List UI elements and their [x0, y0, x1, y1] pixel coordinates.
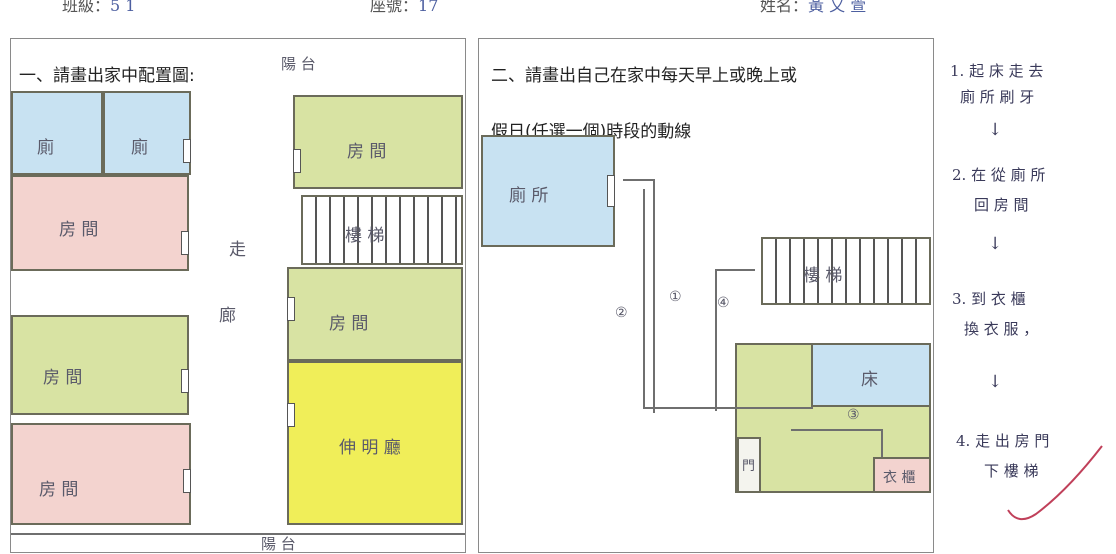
step-3-line1: 3. 到 衣 櫃 [952, 290, 1026, 308]
wardrobe: 衣 櫃 [873, 457, 931, 493]
bathroom-panel2: 廁 所 [481, 135, 615, 247]
route-marker-3: ③ [847, 407, 860, 423]
living-room-door [287, 403, 295, 427]
steps-list: 1. 起 床 走 去 廁 所 刷 牙 ↓ 2. 在 從 廁 所 回 房 間 ↓ … [944, 60, 1110, 540]
route-panel: 二、請畫出自己在家中每天早上或晚上或 假日(任選一個)時段的動線 廁 所 樓 梯… [478, 38, 934, 553]
header-name: 姓名：黃 又 萱 [760, 0, 866, 16]
route-line-1 [653, 181, 655, 413]
route-marker-2: ② [615, 305, 628, 321]
bathroom-right: 廁 [103, 91, 191, 175]
floor-line [11, 533, 465, 535]
header-class: 班級：5 1 [62, 0, 135, 16]
floor-plan-title: 一、請畫出家中配置圖: [19, 66, 195, 86]
stairs-panel2-label: 樓 梯 [803, 266, 843, 286]
seat-label: 座號： [370, 0, 419, 15]
route-line-3 [715, 271, 717, 411]
step-4-line2: 下 樓 梯 [984, 462, 1039, 480]
step-3-line2: 換 衣 服 ， [964, 320, 1039, 338]
bathroom-right-door [183, 139, 191, 163]
arrow-2: ↓ [988, 234, 1003, 254]
bathroom-panel2-door [607, 175, 615, 207]
wardrobe-label: 衣 櫃 [883, 470, 916, 486]
corridor-label-1: 走 [229, 240, 246, 260]
step-4-line1: 4. 走 出 房 門 [956, 432, 1050, 450]
room-left-3-door [183, 469, 191, 493]
floor-plan-panel: 一、請畫出家中配置圖: 陽 台 廁 廁 房 間 房 間 房 間 走 廊 房 間 … [10, 38, 466, 553]
route-line-4 [791, 429, 883, 431]
door-label: 門 [742, 459, 756, 474]
living-room: 伸 明 廳 [287, 361, 463, 525]
balcony-bottom-label: 陽 台 [261, 535, 296, 553]
bathroom-left: 廁 [11, 91, 103, 175]
step-2-line2: 回 房 間 [974, 196, 1029, 214]
arrow-1: ↓ [988, 120, 1003, 140]
header-seat: 座號：17 [370, 0, 438, 16]
route-line-2 [643, 189, 645, 409]
step-2-line1: 2. 在 從 廁 所 [952, 166, 1046, 184]
step-1-line1: 1. 起 床 走 去 [950, 62, 1044, 80]
room-right-1-label: 房 間 [347, 142, 387, 162]
room-left-3-label: 房 間 [39, 480, 79, 500]
route-marker-4: ④ [717, 295, 730, 311]
room-left-2-label: 房 間 [43, 368, 83, 388]
room-right-1: 房 間 [293, 95, 463, 189]
route-line-4-down [881, 429, 883, 457]
bathroom-right-label: 廁 [131, 138, 148, 158]
stairs-panel2: 樓 梯 [761, 237, 931, 305]
room-right-2: 房 間 [287, 267, 463, 361]
corridor-label-2: 廊 [219, 306, 236, 326]
class-value: 5 1 [110, 0, 136, 15]
stairs-panel1: 樓 梯 [301, 195, 463, 265]
room-left-3: 房 間 [11, 423, 191, 525]
name-label: 姓名： [760, 0, 809, 15]
bed: 床 [811, 343, 931, 407]
bathroom-panel2-label: 廁 所 [509, 186, 549, 206]
room-left-1-door [181, 231, 189, 255]
route-line-bottom [643, 407, 813, 409]
room-left-2-door [181, 369, 189, 393]
bedroom-door-block: 門 [737, 437, 761, 493]
room-right-1-door [293, 149, 301, 173]
route-line-1-top [623, 179, 655, 181]
bed-label: 床 [861, 370, 878, 390]
name-value: 黃 又 萱 [808, 0, 867, 15]
room-left-1: 房 間 [11, 175, 189, 271]
bathroom-left-label: 廁 [37, 138, 54, 158]
stairs-label-panel1: 樓 梯 [345, 226, 385, 246]
route-line-3-top [715, 269, 755, 271]
room-left-2: 房 間 [11, 315, 189, 415]
seat-value: 17 [418, 0, 439, 15]
step-1-line2: 廁 所 刷 牙 [960, 88, 1035, 106]
room-right-2-label: 房 間 [329, 314, 369, 334]
room-left-1-label: 房 間 [59, 220, 99, 240]
check-mark-icon [1007, 445, 1103, 521]
living-room-label: 伸 明 廳 [339, 438, 401, 458]
room-right-2-door [287, 297, 295, 321]
arrow-3: ↓ [988, 372, 1003, 392]
route-marker-1: ① [669, 289, 682, 305]
balcony-top-label: 陽 台 [281, 55, 316, 73]
route-title-line1: 二、請畫出自己在家中每天早上或晚上或 [491, 66, 797, 86]
class-label: 班級： [62, 0, 111, 15]
